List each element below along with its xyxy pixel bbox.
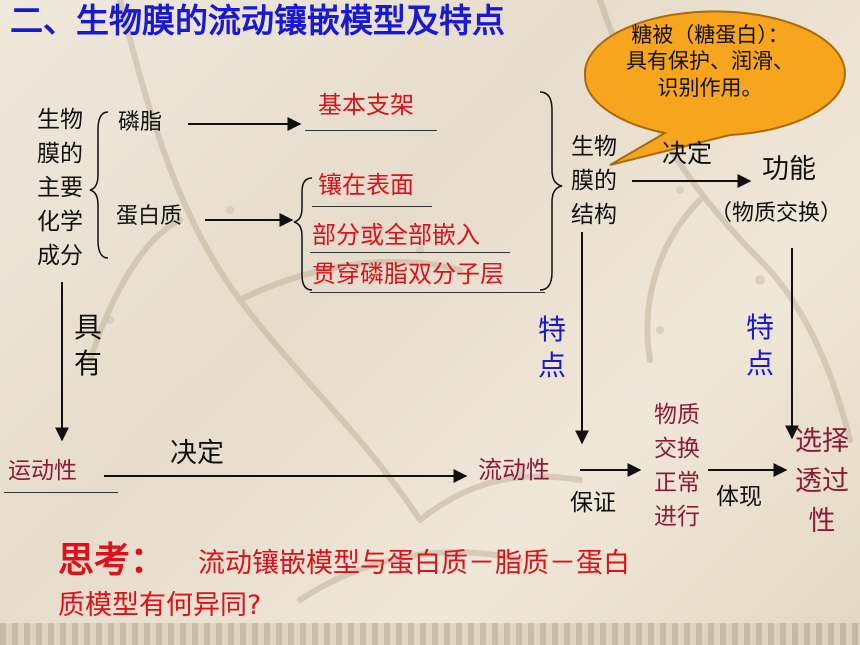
- structure-line: 生物: [571, 134, 617, 160]
- feature-right-label: 特 点: [740, 310, 780, 382]
- structure-line: 膜的: [571, 168, 617, 194]
- decorative-border: [0, 623, 860, 645]
- has-char: 具: [73, 311, 102, 344]
- exchange-line: 正常: [654, 470, 700, 496]
- callout-line: 识别作用。: [657, 75, 763, 100]
- structure-label: 生物 膜的 结构: [564, 130, 624, 232]
- function-sub-label: （物质交换）: [710, 201, 843, 226]
- question-line-1: 流动镶嵌模型与蛋白质－脂质－蛋白: [198, 548, 630, 579]
- question-prefix: 思考：: [58, 540, 167, 581]
- feature-char: 点: [537, 349, 566, 382]
- exchange-line: 进行: [654, 504, 700, 530]
- feature-char: 点: [745, 347, 774, 380]
- composition-line: 主要: [37, 175, 83, 201]
- underline: [305, 130, 437, 131]
- composition-line: 生物: [37, 107, 83, 133]
- phospholipid-label: 磷脂: [118, 110, 163, 135]
- function-label: 功能: [762, 154, 816, 185]
- composition-line: 化学: [37, 209, 83, 235]
- question-line-2: 质模型有何异同?: [58, 590, 262, 621]
- underline: [310, 252, 510, 253]
- protein-position-embedded: 部分或全部嵌入: [312, 221, 480, 249]
- guarantee-label: 保证: [570, 490, 616, 516]
- feature-char: 特: [537, 313, 566, 346]
- exchange-label: 物质 交换 正常 进行: [644, 398, 710, 534]
- callout-line: 具有保护、润滑、: [626, 49, 794, 74]
- has-char: 有: [73, 347, 102, 380]
- embodies-label: 体现: [716, 484, 762, 510]
- determines-bottom-label: 决定: [170, 438, 224, 469]
- structure-brace: [539, 91, 563, 291]
- selective-label: 选择 透过 性: [786, 422, 858, 542]
- composition-line: 成分: [37, 243, 83, 269]
- motility-label: 运动性: [8, 458, 77, 484]
- underline: [310, 292, 545, 293]
- fluidity-label: 流动性: [478, 456, 550, 484]
- basic-frame-label: 基本支架: [318, 91, 414, 119]
- callout-bubble: [583, 10, 846, 166]
- selective-line: 性: [808, 506, 836, 537]
- determines-top-label: 决定: [662, 139, 713, 168]
- underline: [4, 492, 118, 493]
- feature-char: 特: [745, 311, 774, 344]
- protein-position-surface: 镶在表面: [318, 171, 414, 199]
- composition-line: 膜的: [37, 141, 83, 167]
- selective-line: 透过: [795, 466, 849, 497]
- composition-brace: [89, 111, 109, 259]
- has-label: 具 有: [68, 310, 108, 382]
- callout-line: 糖被（糖蛋白）：: [631, 23, 789, 47]
- protein-position-through: 贯穿磷脂双分子层: [312, 260, 504, 288]
- slide-title: 二、生物膜的流动镶嵌模型及特点: [10, 1, 505, 40]
- protein-brace: [293, 177, 313, 291]
- exchange-line: 交换: [654, 436, 700, 462]
- protein-label: 蛋白质: [116, 204, 183, 229]
- structure-line: 结构: [571, 202, 617, 228]
- exchange-line: 物质: [654, 402, 700, 428]
- composition-label: 生物 膜的 主要 化学 成分: [28, 103, 92, 273]
- feature-left-label: 特 点: [532, 312, 572, 384]
- callout-text: 糖被（糖蛋白）： 具有保护、润滑、 识别作用。: [585, 22, 835, 101]
- selective-line: 选择: [795, 426, 849, 457]
- underline: [312, 206, 432, 207]
